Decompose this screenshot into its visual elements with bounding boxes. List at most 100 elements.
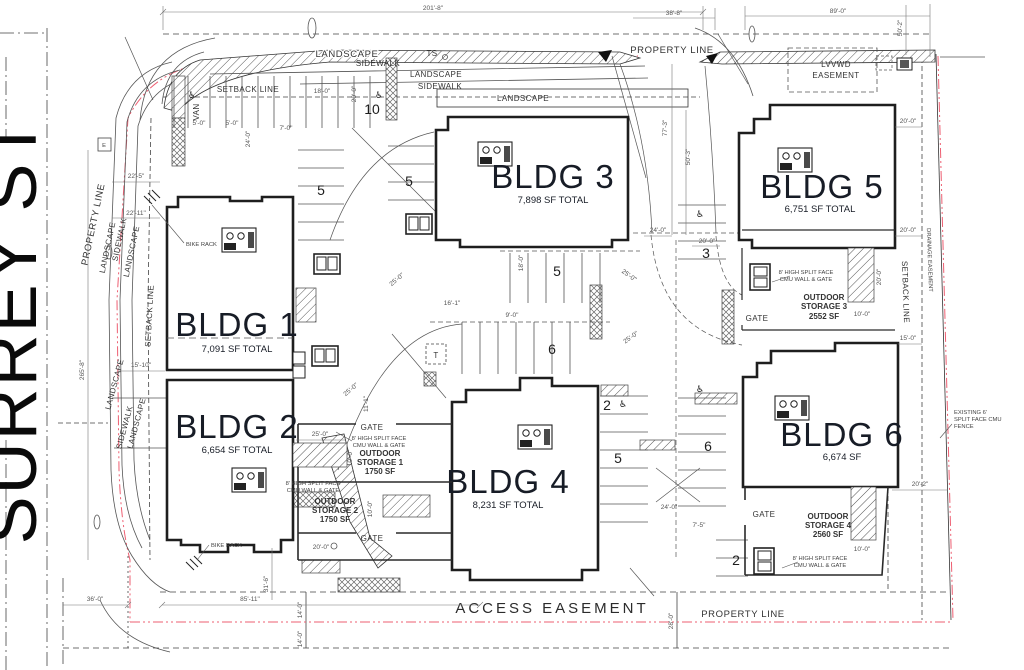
dim: 18'-0" bbox=[518, 254, 525, 271]
dim: 16'-1" bbox=[444, 300, 461, 307]
dim: 22'-5" bbox=[128, 173, 145, 180]
building-details bbox=[143, 141, 813, 571]
existing-fence-note: EXISTING 6' bbox=[954, 410, 987, 416]
cmu-wall-note2: CMU WALL & GATE bbox=[794, 563, 847, 569]
trash-enclosures: T E bbox=[97, 47, 913, 575]
stall-count: 5 bbox=[614, 450, 622, 466]
stall-count: 2 bbox=[732, 552, 740, 568]
storage-3-label2: STORAGE 3 bbox=[801, 302, 848, 311]
dim: 38'-8" bbox=[666, 10, 683, 17]
bldg-4-footprint bbox=[450, 376, 600, 582]
bldg-6-label: BLDG 6 bbox=[780, 416, 903, 453]
setback-line-label-right: SETBACK LINE bbox=[900, 261, 911, 323]
dim: 25'-0" bbox=[312, 431, 329, 438]
setback-line-label-left: SETBACK LINE bbox=[143, 285, 155, 348]
dim: 24'-0" bbox=[245, 130, 252, 147]
dim: 85'-11" bbox=[240, 596, 260, 603]
building-labels: BLDG 1 7,091 SF TOTAL BLDG 2 6,654 SF TO… bbox=[175, 158, 903, 511]
dim: 50'-3" bbox=[685, 148, 692, 165]
existing-fence-note3: FENCE bbox=[954, 424, 974, 430]
cmu-wall-note: 8' HIGH SPLIT FACE bbox=[286, 481, 341, 487]
bldg-2-footprint bbox=[165, 378, 295, 554]
bldg-5-footprint bbox=[737, 103, 897, 250]
cmu-wall-note: 8' HIGH SPLIT FACE bbox=[779, 270, 834, 276]
stall-count: 5 bbox=[553, 263, 561, 279]
dim: 25'-0" bbox=[342, 381, 360, 397]
bldg-3-area: 7,898 SF TOTAL bbox=[518, 195, 589, 206]
storage-3-label: OUTDOOR bbox=[804, 293, 845, 302]
property-line-label-bottom: PROPERTY LINE bbox=[701, 609, 784, 620]
dim: 20'-0" bbox=[351, 85, 358, 102]
dim: 14'-0" bbox=[297, 630, 304, 647]
dim: 20'-0" bbox=[900, 118, 917, 125]
stall-count: 5 bbox=[405, 173, 413, 189]
cmu-wall-note: 8' HIGH SPLIT FACE bbox=[793, 556, 848, 562]
dim: 36'-0" bbox=[87, 596, 104, 603]
dim: 20'-2" bbox=[912, 481, 929, 488]
drainage-easement-label: DRAINAGE EASEMENT bbox=[925, 228, 933, 292]
bldg-5-area: 6,751 SF TOTAL bbox=[785, 204, 856, 215]
existing-fence-note2: SPLIT FACE CMU bbox=[954, 417, 1002, 423]
dim: 31'-6" bbox=[263, 575, 270, 592]
dim: 20'-0" bbox=[900, 227, 917, 234]
stall-count: 3 bbox=[702, 245, 710, 261]
drive-geometry bbox=[124, 33, 749, 597]
bldg-2-label: BLDG 2 bbox=[175, 408, 298, 445]
storage-courts bbox=[297, 229, 895, 576]
bldg-1-label: BLDG 1 bbox=[175, 306, 298, 343]
dim: 265'-8" bbox=[79, 359, 86, 380]
dim: 14'-0" bbox=[297, 601, 304, 618]
bldg-5-label: BLDG 5 bbox=[760, 168, 883, 205]
bldg-1-footprint bbox=[165, 195, 295, 372]
dimension-text: 201'-8" 38'-8" 89'-0" 50'-2" 77'-3" 50'-… bbox=[79, 5, 929, 647]
accessible-parking-icon: ♿ bbox=[619, 399, 627, 409]
bldg-4-area: 8,231 SF TOTAL bbox=[473, 500, 544, 511]
street-curbs bbox=[93, 17, 985, 653]
landscape-label: LANDSCAPE bbox=[316, 49, 379, 60]
gate-label: GATE bbox=[753, 510, 776, 519]
dim: 7'-0" bbox=[280, 125, 294, 132]
dim: 10'-0" bbox=[854, 311, 871, 318]
dim: 11'-1" bbox=[363, 395, 370, 412]
cmu-wall-note: 8' HIGH SPLIT FACE bbox=[352, 436, 407, 442]
dim: 7'-5" bbox=[693, 522, 707, 529]
transformer-pad bbox=[425, 343, 447, 365]
landscape-label-left: LANDSCAPE bbox=[104, 358, 126, 411]
storage-1-label2: STORAGE 1 bbox=[357, 458, 404, 467]
dim: 25'-0" bbox=[622, 330, 640, 346]
dim: 24'-0" bbox=[661, 504, 678, 511]
landscape-label: LANDSCAPE bbox=[497, 94, 549, 103]
bldg-6-area: 6,674 SF bbox=[823, 452, 862, 463]
utility-box-inner bbox=[900, 60, 909, 68]
cmu-wall-note2: CMU WALL & GATE bbox=[780, 277, 833, 283]
accessible-parking-icon: ♿ bbox=[696, 209, 704, 219]
storage-4-label: OUTDOOR bbox=[808, 512, 849, 521]
gate-label: GATE bbox=[361, 423, 384, 432]
dim: 10'-0" bbox=[854, 546, 871, 553]
electric-label: E bbox=[102, 143, 106, 149]
parking-counts: 10 5 5 5 6 3 6 5 2 2 ♿ ♿ ♿ ♿ ♿ VAN bbox=[188, 90, 740, 568]
accessible-parking-icon: ♿ bbox=[375, 90, 383, 100]
gate-label: GATE bbox=[746, 314, 769, 323]
storage-labels: OUTDOOR STORAGE 1 1750 SF OUTDOOR STORAG… bbox=[286, 270, 852, 569]
lvvwd-easement-area bbox=[787, 47, 878, 93]
lvvwd-easement-label: LVVWD bbox=[821, 60, 851, 69]
boundary-lines bbox=[0, 28, 952, 670]
property-line-label-top: PROPERTY LINE bbox=[630, 45, 713, 56]
bldg-1-area: 7,091 SF TOTAL bbox=[202, 344, 273, 355]
access-easement-label: ACCESS EASEMENT bbox=[455, 600, 648, 617]
bldg-3-label: BLDG 3 bbox=[491, 158, 614, 195]
dim: 20'-0" bbox=[876, 268, 883, 285]
storage-4-area: 2560 SF bbox=[813, 530, 843, 539]
dim: 20'-0" bbox=[313, 544, 330, 551]
dim: 77'-3" bbox=[662, 119, 669, 136]
storage-2-area: 1750 SF bbox=[320, 515, 350, 524]
sidewalk-label: SIDEWALK bbox=[356, 59, 401, 68]
dim: 5'-0" bbox=[193, 120, 207, 127]
bldg-6-footprint bbox=[741, 341, 900, 489]
dimension-lines bbox=[63, 0, 948, 609]
stall-count: 2 bbox=[603, 397, 611, 413]
transformer-label: T bbox=[433, 351, 438, 360]
